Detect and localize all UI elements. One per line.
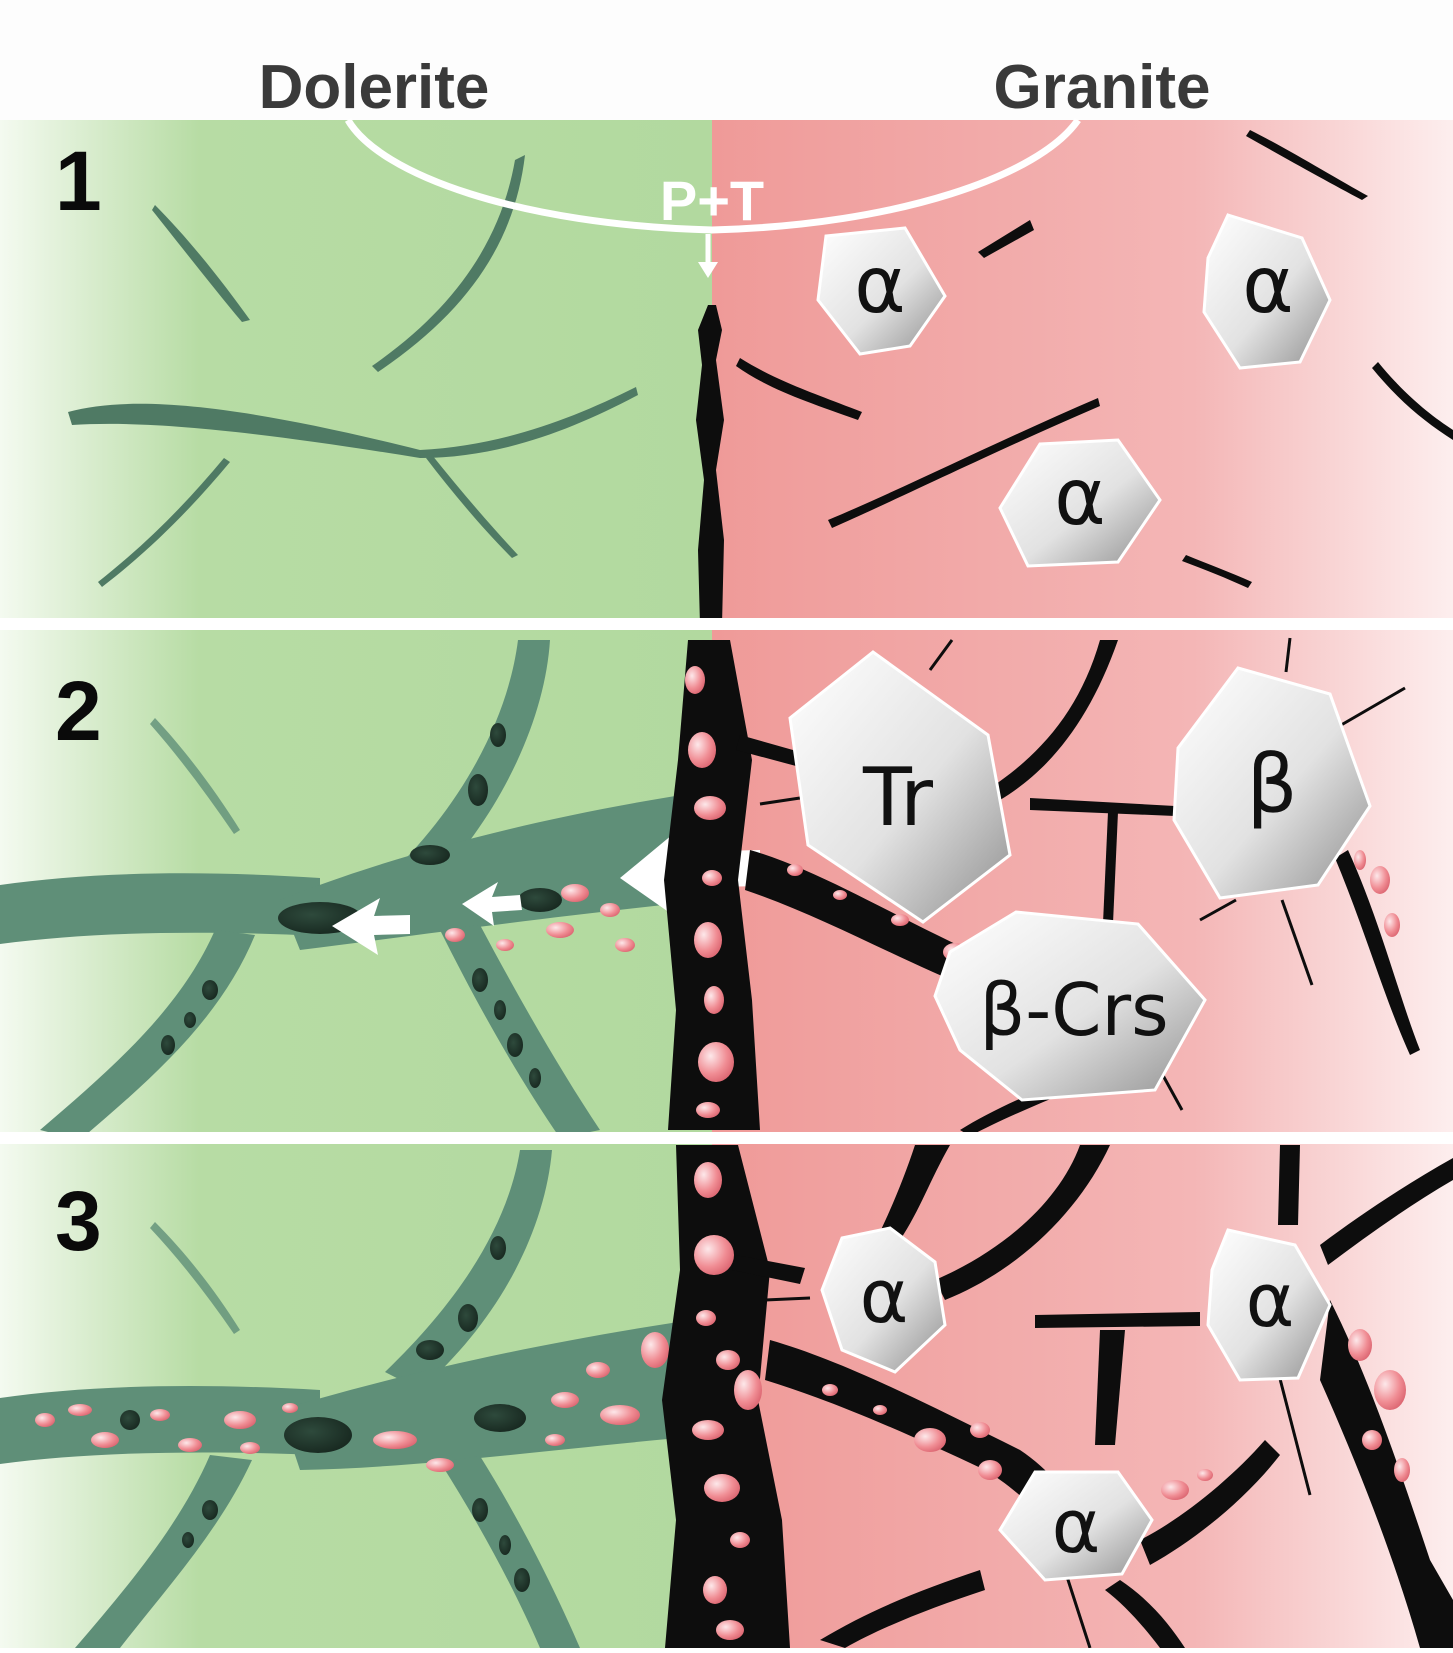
stage-number-3: 3: [55, 1174, 102, 1268]
header-dolerite: Dolerite: [259, 53, 490, 122]
crystal-alpha-label: α: [1052, 1484, 1101, 1570]
panel-separator-2: [0, 1132, 1453, 1144]
pt-label: P+T: [660, 169, 764, 232]
crystal-alpha-label: α: [860, 1254, 909, 1340]
crystal-alpha-label: α: [854, 241, 905, 331]
stage-number-2: 2: [55, 664, 102, 758]
crystal-tridymite-label: Tr: [862, 751, 933, 844]
header-granite: Granite: [993, 53, 1210, 122]
crystal-alpha-label: α: [1242, 241, 1293, 331]
crystal-beta-label: β: [1246, 738, 1297, 831]
crystal-alpha-label: α: [1246, 1258, 1295, 1344]
crystal-beta-cristobalite-label: β-Crs: [979, 968, 1168, 1052]
panel-separator-1: [0, 618, 1453, 630]
crystal-alpha-label: α: [1054, 453, 1105, 543]
stage-number-1: 1: [55, 134, 102, 228]
